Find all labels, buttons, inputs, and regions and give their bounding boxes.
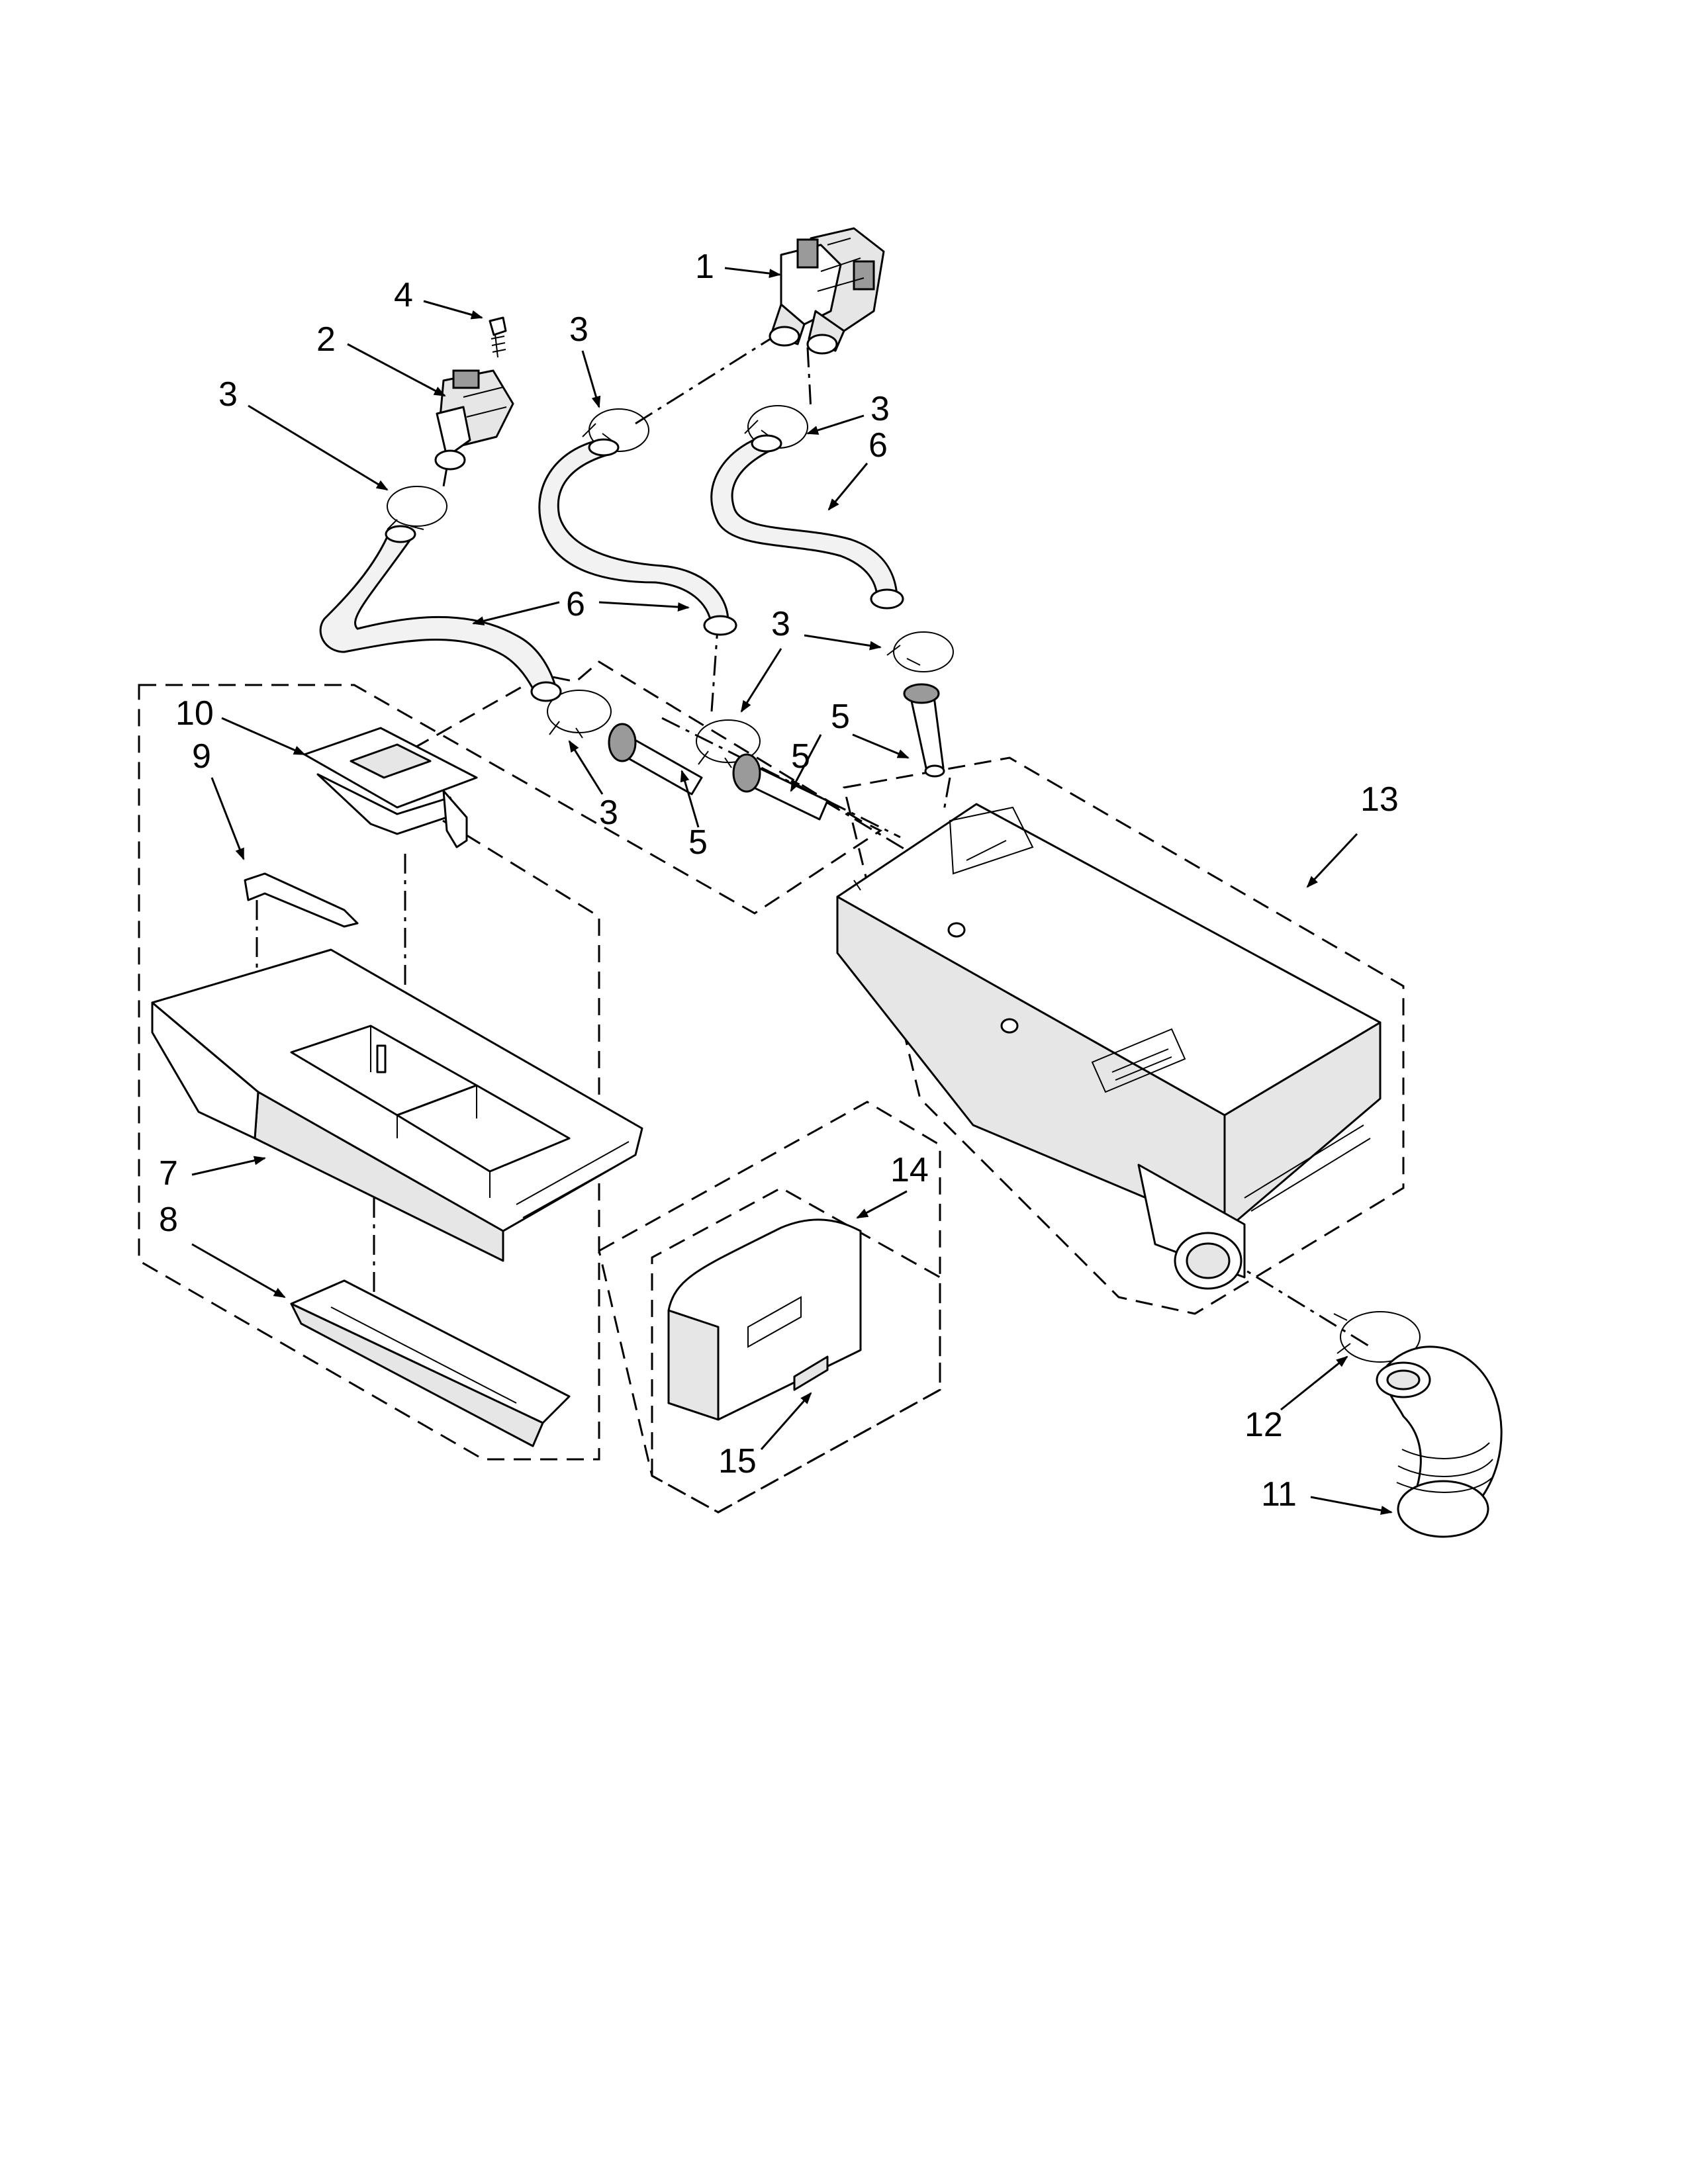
callout-6b-arrow-left bbox=[472, 601, 560, 625]
water-valve-double bbox=[769, 227, 885, 355]
callout-6b-arrow-right bbox=[598, 601, 690, 612]
callout-5c-arrow bbox=[790, 734, 822, 792]
hose-clamp-4 bbox=[886, 631, 954, 672]
callout-3e-arrow bbox=[568, 740, 604, 795]
callout-3b: 3 bbox=[870, 390, 890, 428]
callout-2: 2 bbox=[316, 320, 336, 359]
callout-6a: 6 bbox=[868, 426, 888, 465]
fill-hose-right bbox=[710, 434, 904, 610]
dispenser-housing bbox=[836, 803, 1382, 1290]
callout-5c: 5 bbox=[791, 737, 810, 776]
callout-3c-arrow bbox=[248, 404, 389, 491]
callout-3c: 3 bbox=[218, 375, 238, 414]
callout-5a: 5 bbox=[831, 698, 850, 736]
drawer-front-box bbox=[651, 1187, 941, 1514]
callout-11-arrow bbox=[1310, 1496, 1393, 1515]
fill-hose-left bbox=[319, 525, 562, 702]
callout-11: 11 bbox=[1261, 1475, 1297, 1514]
callout-4: 4 bbox=[394, 276, 413, 314]
callout-6b: 6 bbox=[566, 585, 585, 623]
mounting-screw bbox=[489, 316, 507, 358]
hose-clamp-5 bbox=[547, 690, 612, 739]
leader-tube3-to-housing bbox=[942, 777, 951, 815]
callout-9-arrow bbox=[211, 777, 245, 860]
leader-tube-to-housing bbox=[790, 780, 908, 852]
callout-3d: 3 bbox=[771, 605, 790, 643]
leader-housing-to-bellows bbox=[1224, 1256, 1371, 1348]
inlet-tube-2 bbox=[732, 753, 829, 821]
callout-6a-arrow bbox=[827, 463, 868, 511]
callout-5b-arrow bbox=[680, 770, 700, 828]
callout-7: 7 bbox=[159, 1154, 178, 1193]
callout-4-arrow bbox=[423, 300, 483, 320]
leader-valve1-to-clamp bbox=[635, 333, 778, 425]
callout-5b: 5 bbox=[688, 823, 708, 862]
housing-label-plate bbox=[1091, 1028, 1186, 1093]
siphon-clip bbox=[244, 872, 359, 928]
callout-13: 13 bbox=[1360, 780, 1399, 819]
callout-9: 9 bbox=[192, 737, 211, 776]
water-valve-single bbox=[434, 369, 514, 471]
hose-clamp-6 bbox=[696, 719, 761, 768]
callout-15: 15 bbox=[718, 1442, 757, 1480]
bellows-clamp bbox=[1333, 1311, 1421, 1363]
dispenser-drawer-assembly-box bbox=[138, 660, 882, 1461]
callout-14: 14 bbox=[890, 1151, 929, 1189]
callout-7-arrow bbox=[191, 1156, 266, 1176]
callout-1: 1 bbox=[695, 248, 714, 286]
callout-5a-arrow bbox=[852, 733, 910, 759]
fill-hose-middle bbox=[538, 438, 737, 636]
callout-3d-arrow-down bbox=[740, 648, 782, 713]
dispenser-bellows bbox=[1376, 1345, 1503, 1538]
callout-10: 10 bbox=[175, 694, 214, 733]
callout-3b-arrow bbox=[806, 414, 865, 435]
callout-13-arrow bbox=[1306, 833, 1358, 888]
callout-14-arrow bbox=[856, 1190, 908, 1219]
dispenser-housing-assembly-box bbox=[843, 756, 1405, 1315]
inlet-tube-1 bbox=[608, 723, 703, 796]
drawer-front-label bbox=[793, 1355, 829, 1391]
callout-1-arrow bbox=[724, 267, 781, 279]
callout-3a-arrow bbox=[581, 350, 601, 408]
drawer-front bbox=[667, 1218, 862, 1421]
callout-3e: 3 bbox=[599, 794, 618, 832]
callout-12: 12 bbox=[1244, 1406, 1283, 1444]
callout-3a: 3 bbox=[569, 310, 588, 349]
callout-15-arrow bbox=[760, 1392, 812, 1450]
callout-8-arrow bbox=[191, 1243, 286, 1298]
callout-8: 8 bbox=[159, 1201, 178, 1239]
hose-clamp-1 bbox=[387, 486, 447, 530]
callout-10-arrow bbox=[221, 717, 306, 756]
callout-12-arrow bbox=[1280, 1355, 1348, 1411]
inlet-tube-3 bbox=[903, 683, 945, 778]
leader-valve1b-to-clamp bbox=[806, 347, 812, 411]
drawer-tray bbox=[290, 1279, 571, 1447]
siphon-cover bbox=[303, 727, 478, 848]
dispenser-drawer bbox=[151, 948, 643, 1262]
leader-hose2-to-housing bbox=[661, 717, 901, 839]
callout-2-arrow bbox=[347, 343, 446, 397]
callout-3d-arrow-right bbox=[804, 634, 882, 651]
